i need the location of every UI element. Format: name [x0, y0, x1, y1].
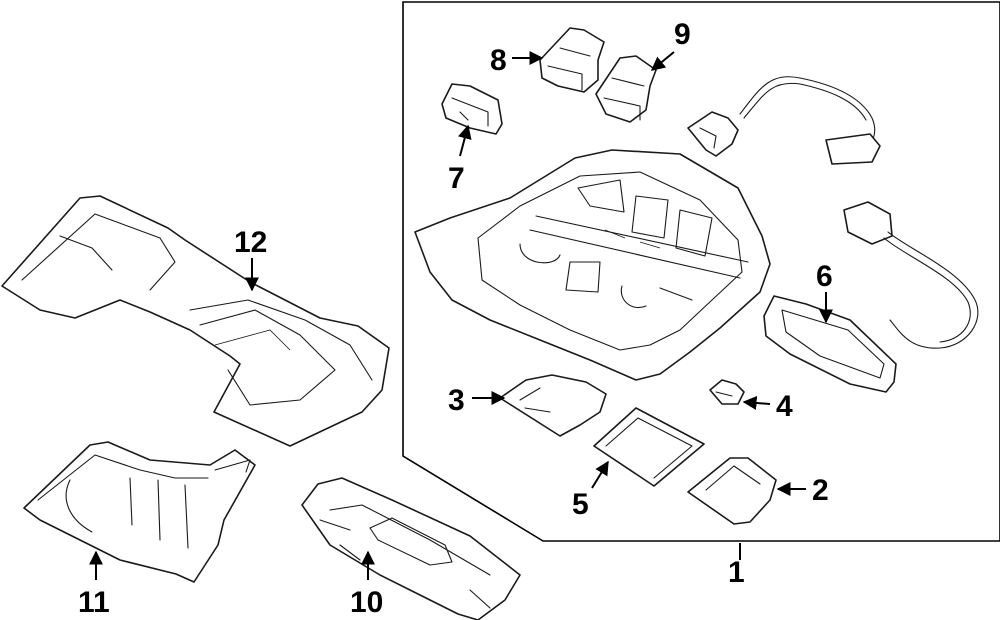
- part-8-connector[interactable]: [539, 27, 605, 93]
- callout-9: 9: [674, 18, 691, 51]
- leader-5: [591, 460, 609, 489]
- part-1-console-housing[interactable]: [414, 149, 771, 381]
- wiring-harness[interactable]: [687, 76, 979, 349]
- callout-8: 8: [490, 44, 507, 77]
- callout-12: 12: [234, 226, 267, 259]
- part-3-lens-cover[interactable]: [499, 374, 607, 437]
- part-10-tray[interactable]: [301, 477, 521, 620]
- leader-9: [650, 51, 675, 71]
- callout-1: 1: [728, 556, 745, 589]
- callout-6: 6: [816, 260, 833, 293]
- callout-3: 3: [448, 384, 465, 417]
- part-12-panel[interactable]: [1, 195, 390, 447]
- callout-2: 2: [812, 474, 829, 507]
- leader-7: [457, 124, 472, 157]
- callout-labels: 1 2 3 4 5 6 7 8 9 10 11 12: [78, 18, 833, 619]
- leader-4: [742, 395, 771, 410]
- part-4-bulb[interactable]: [709, 379, 745, 405]
- part-2-lens[interactable]: [687, 457, 777, 525]
- part-11-trim[interactable]: [23, 441, 256, 583]
- part-5-lamp-lens[interactable]: [593, 407, 705, 487]
- assembly-frame: [402, 1, 1000, 542]
- callout-5: 5: [572, 488, 589, 521]
- part-6-switch-panel[interactable]: [763, 295, 897, 393]
- part-9-connector[interactable]: [595, 55, 657, 123]
- callout-10: 10: [350, 586, 383, 619]
- callout-7: 7: [448, 162, 465, 195]
- leader-lines: [89, 51, 833, 580]
- callout-4: 4: [776, 390, 793, 423]
- part-7-clip[interactable]: [441, 83, 503, 135]
- callout-11: 11: [78, 586, 110, 619]
